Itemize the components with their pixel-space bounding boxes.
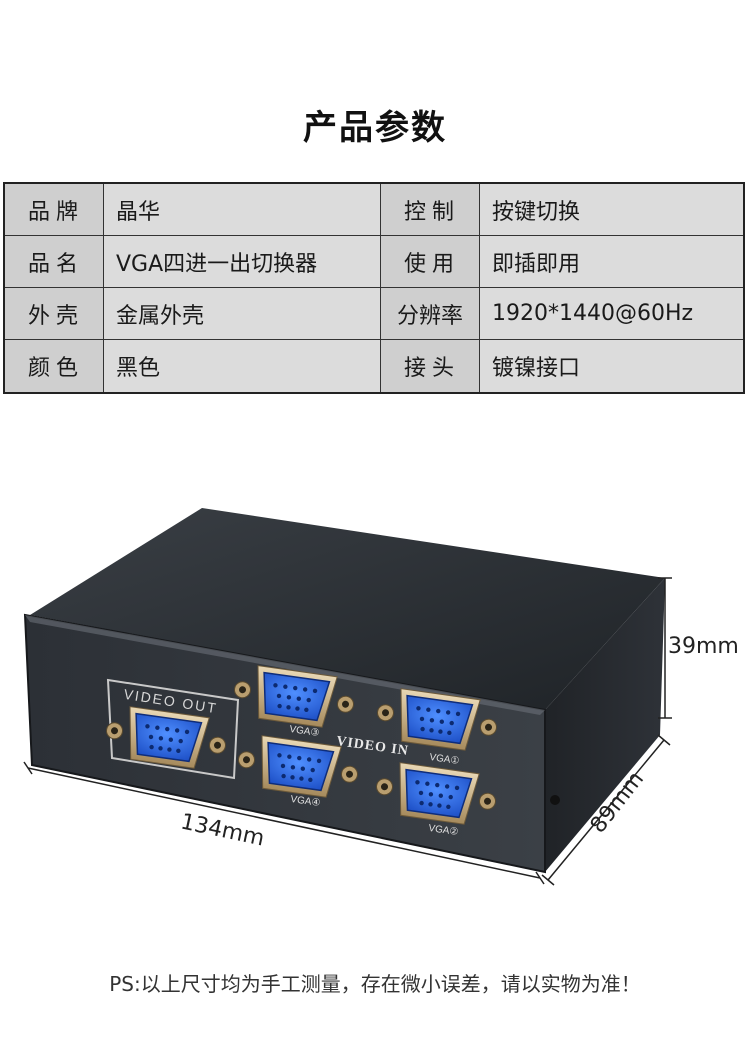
dimension-lines [23,577,672,886]
spec-key: 使用 [381,236,480,288]
spec-key: 外壳 [5,288,104,340]
spec-key: 接头 [381,340,480,392]
spec-key: 控制 [381,184,480,236]
case-side [545,578,665,872]
spec-key: 品名 [5,236,104,288]
vga2-label: VGA② [428,823,459,838]
spec-value: 即插即用 [480,236,743,288]
page-title: 产品参数 [303,108,447,148]
spec-value: 黑色 [104,340,381,392]
screw-hole [550,795,560,805]
vga3-label: VGA③ [289,724,320,739]
spec-key: 品牌 [5,184,104,236]
spec-value: 1920*1440@60Hz [480,288,743,340]
case-top [30,508,665,710]
vga4-label: VGA④ [290,794,321,809]
spec-table: 品牌 晶华 控制 按键切换 品名 VGA四进一出切换器 使用 即插即用 外壳 金… [3,182,745,394]
spec-value: 晶华 [104,184,381,236]
product-image: VIDEO OUT VGA③ VIDEO IN VGA① VGA④ VGA② 1… [0,500,750,900]
spec-key: 颜色 [5,340,104,392]
measurement-note: PS:以上尺寸均为手工测量，存在微小误差，请以实物为准！ [109,972,641,996]
spec-value: 按键切换 [480,184,743,236]
vga-switch-illustration: VIDEO OUT VGA③ VIDEO IN VGA① VGA④ VGA② [23,508,672,886]
spec-key: 分辨率 [381,288,480,340]
vga1-label: VGA① [429,752,460,767]
spec-value: 镀镍接口 [480,340,743,392]
spec-value: VGA四进一出切换器 [104,236,381,288]
spec-value: 金属外壳 [104,288,381,340]
height-dimension: 39mm [668,634,739,659]
